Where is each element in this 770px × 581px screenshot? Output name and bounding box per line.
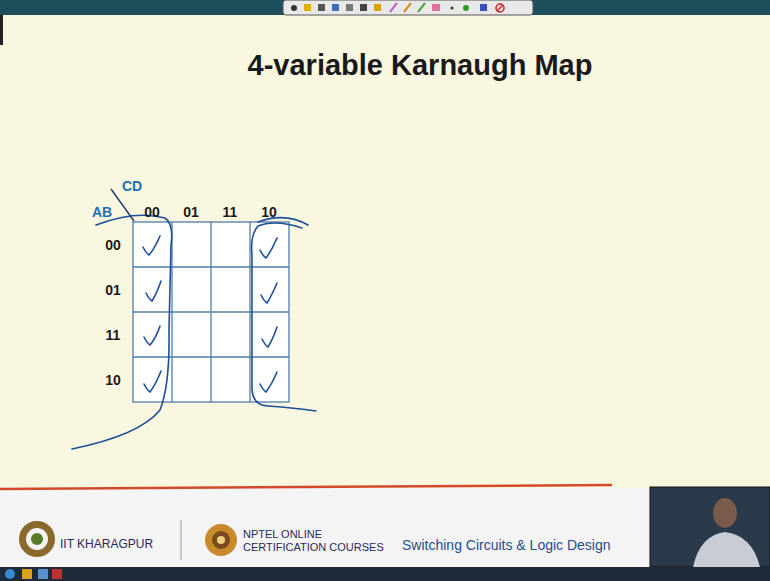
edge-mark — [0, 15, 3, 45]
column-header: 10 — [261, 204, 277, 220]
taskbar-icons — [5, 569, 62, 579]
program-name: NPTEL ONLINE CERTIFICATION COURSES — [243, 528, 403, 553]
speaker-video — [650, 487, 770, 567]
toolbar — [283, 0, 533, 15]
nptel-logo — [205, 524, 237, 556]
column-header: 11 — [223, 204, 238, 220]
row-header: 00 — [105, 237, 121, 253]
kmap-grid — [133, 222, 289, 402]
variable-label: CD — [122, 178, 142, 194]
column-header: 01 — [183, 204, 199, 220]
footer-band — [0, 488, 770, 567]
taskbar — [0, 567, 770, 581]
row-header: 10 — [105, 372, 121, 388]
toolbar-icons — [291, 3, 504, 12]
top-bar — [0, 0, 770, 15]
institute-name: IIT KHARAGPUR — [60, 538, 153, 552]
iit-logo — [19, 521, 55, 557]
row-header: 11 — [106, 327, 121, 343]
variable-label: AB — [92, 204, 112, 220]
grouping-loops — [72, 215, 316, 449]
slide-title: 4-variable Karnaugh Map — [248, 49, 593, 82]
course-name: Switching Circuits & Logic Design — [402, 537, 611, 553]
column-header: 00 — [144, 204, 160, 220]
row-header: 01 — [105, 282, 121, 298]
footer-rule — [0, 485, 612, 489]
checkmarks — [143, 236, 277, 392]
footer-separator — [181, 520, 182, 560]
